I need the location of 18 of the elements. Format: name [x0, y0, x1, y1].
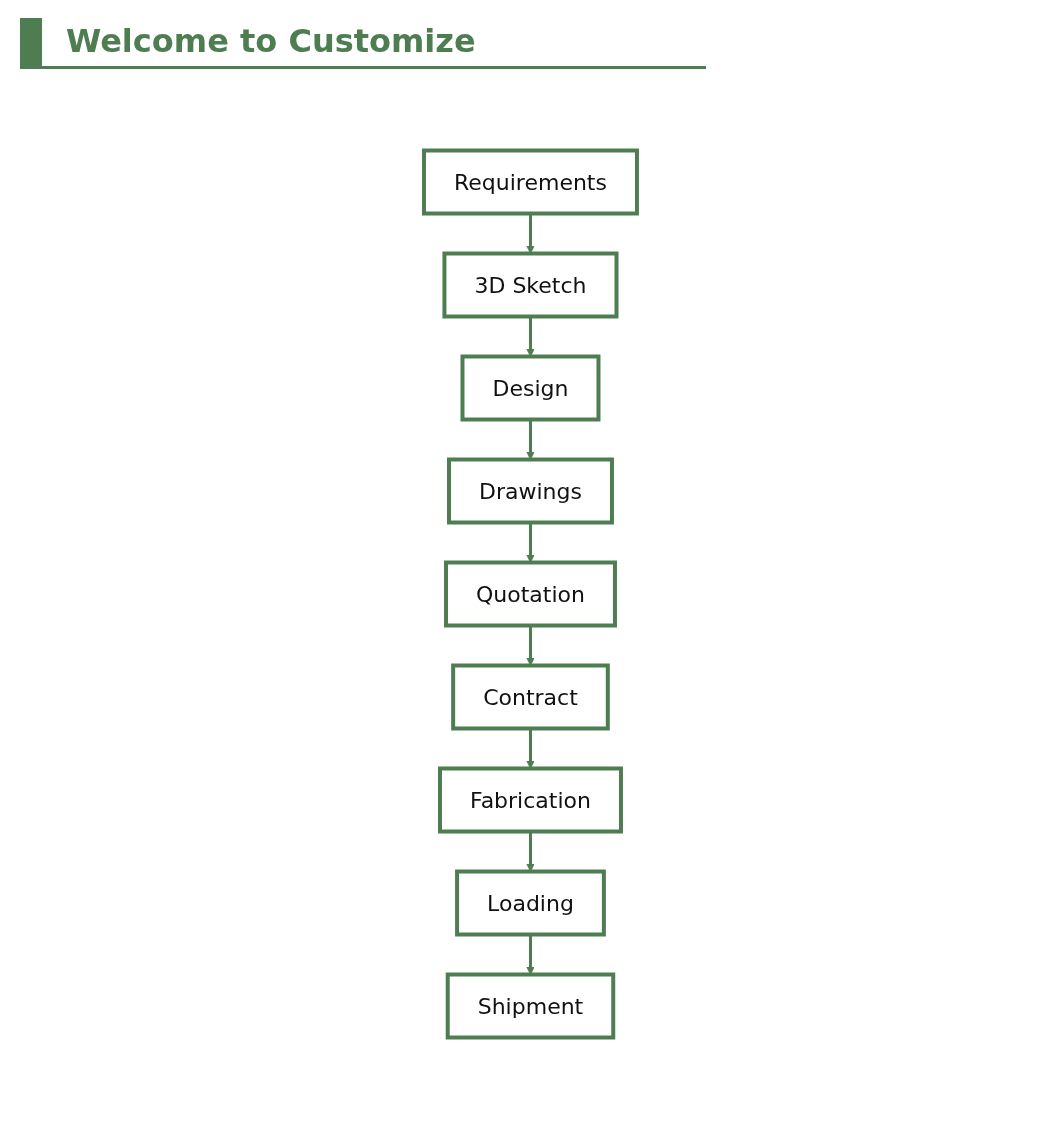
node-box: Requirements [421, 148, 639, 216]
node-box: Contract [450, 663, 610, 731]
arrow [525, 213, 535, 254]
node-box: Loading [454, 869, 606, 937]
arrow [525, 522, 535, 563]
arrow [525, 419, 535, 460]
node-box: Fabrication [437, 766, 623, 834]
node-box: Quotation [443, 560, 617, 628]
node-box: Design [460, 354, 600, 422]
arrow [525, 934, 535, 975]
node-box: Drawings [446, 457, 614, 525]
heading: Welcome to Customize [20, 18, 706, 69]
arrow [525, 316, 535, 357]
arrow [525, 625, 535, 666]
arrow [525, 728, 535, 769]
node-box: 3D Sketch [441, 251, 618, 319]
node-box: Shipment [445, 972, 615, 1040]
arrow [525, 831, 535, 872]
